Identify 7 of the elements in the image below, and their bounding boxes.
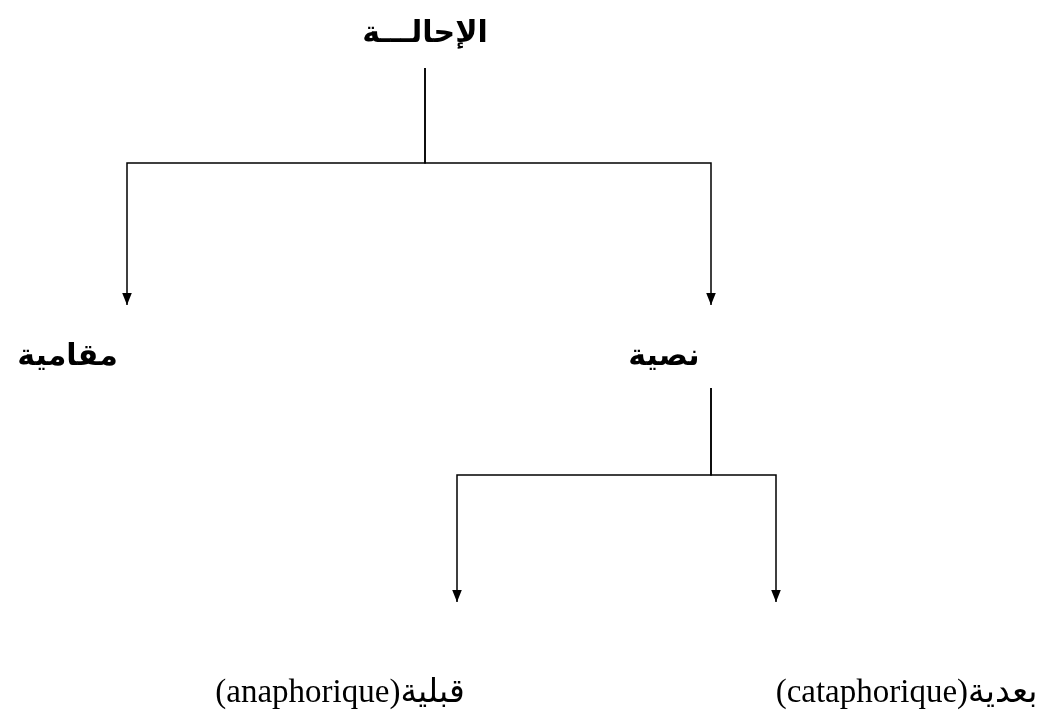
category-label: الإحالـــة (362, 13, 488, 51)
category-label: قبلية(anaphorique) (215, 672, 465, 711)
category-label: مقامية (17, 336, 118, 374)
arrow (710, 387, 781, 603)
category-label: بعدية(cataphorique) (775, 672, 1038, 711)
category-label: نصية (628, 336, 700, 374)
arrow (424, 67, 716, 306)
